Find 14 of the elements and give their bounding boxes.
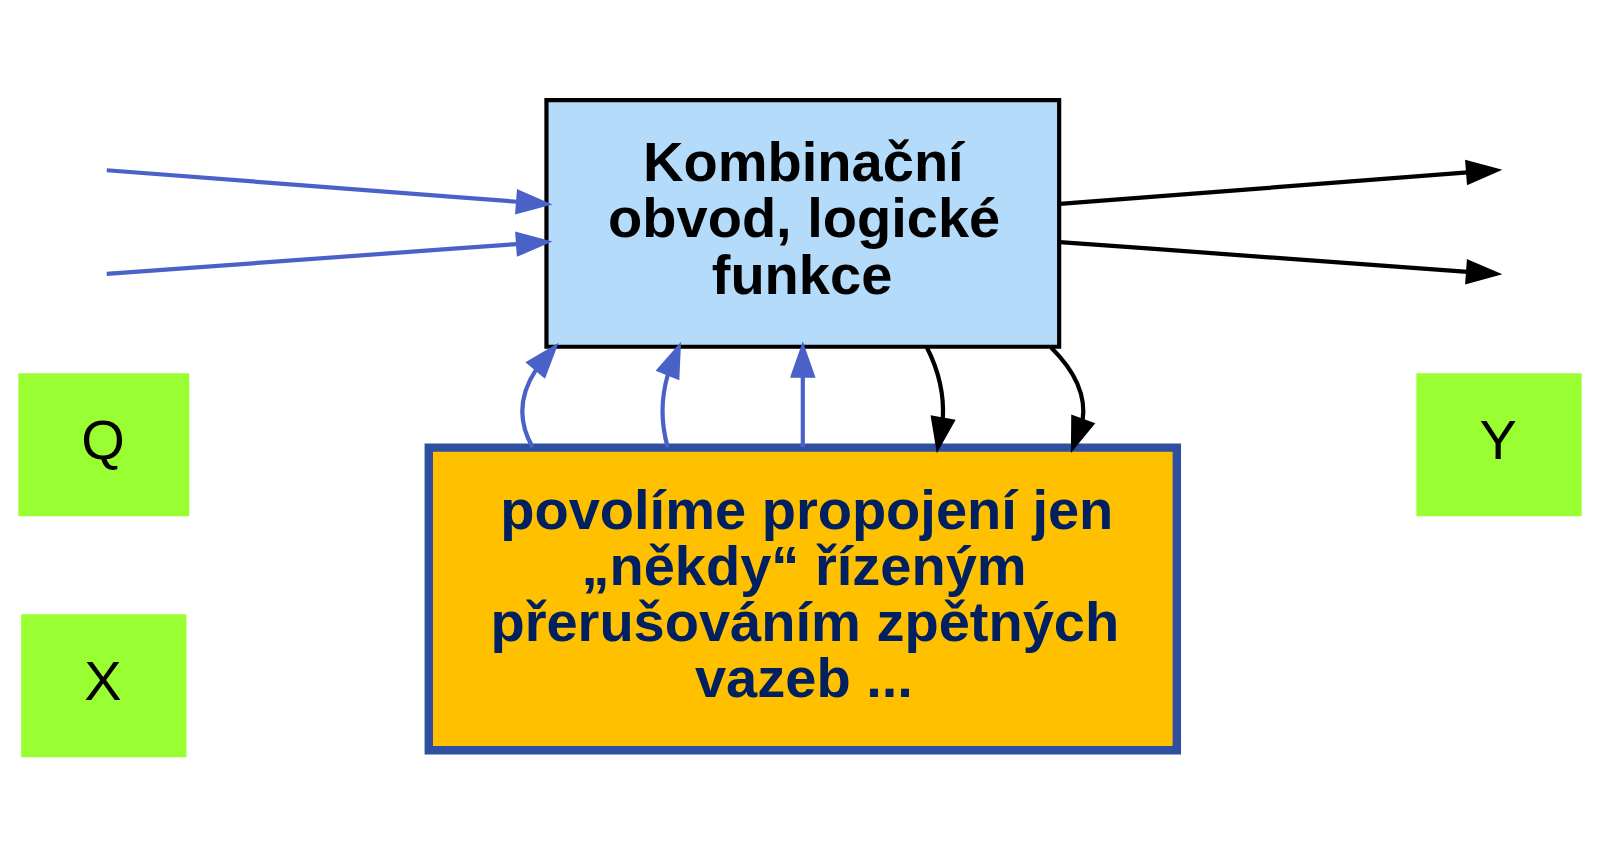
arrow xyxy=(1059,159,1503,206)
arrow xyxy=(925,346,956,453)
node-box: X xyxy=(21,613,187,757)
node-box: povolíme propojení jen „někdy“ řízeným přerušováním zpětných vazeb ... xyxy=(424,442,1181,754)
arrow xyxy=(790,340,816,447)
node-box: Kombinační obvod, logické funkce xyxy=(544,97,1062,349)
arrow xyxy=(106,230,553,276)
arrow xyxy=(106,167,553,214)
arrow xyxy=(1049,345,1096,453)
node-box: Y xyxy=(1416,372,1582,516)
arrow xyxy=(1059,239,1503,284)
arrow xyxy=(520,342,559,448)
arrow xyxy=(655,341,682,448)
node-box: Q xyxy=(18,372,190,516)
